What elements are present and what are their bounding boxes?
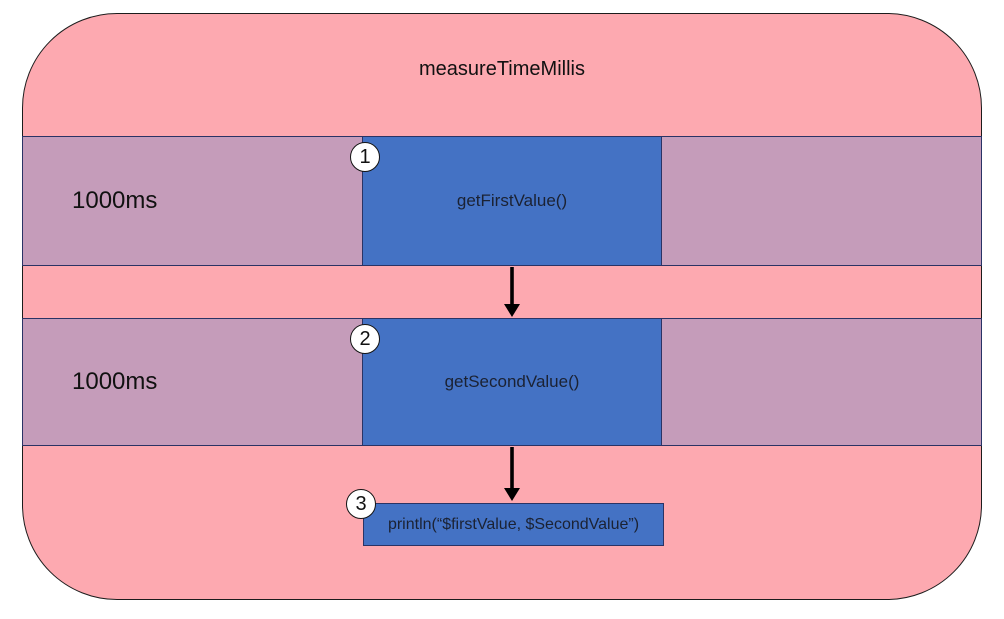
output-label: println(“$firstValue, $SecondValue”) [387, 515, 640, 533]
output-box: println(“$firstValue, $SecondValue”) [363, 503, 664, 546]
duration-label-1: 1000ms [72, 187, 158, 214]
step-number-1: 1 [359, 145, 371, 168]
duration-label-2: 1000ms [72, 368, 158, 395]
call-box-1: getFirstValue() [362, 136, 662, 266]
call-label-2: getSecondValue() [444, 372, 580, 391]
step-number-2: 2 [359, 327, 371, 350]
step-badge-3: 3 [346, 489, 376, 519]
measure-time-millis-block [22, 13, 982, 600]
step-badge-1: 1 [350, 142, 380, 172]
step-badge-2: 2 [350, 324, 380, 354]
call-box-2: getSecondValue() [362, 318, 662, 446]
call-label-1: getFirstValue() [456, 191, 568, 210]
block-title: measureTimeMillis [419, 57, 585, 80]
step-number-3: 3 [355, 492, 367, 515]
